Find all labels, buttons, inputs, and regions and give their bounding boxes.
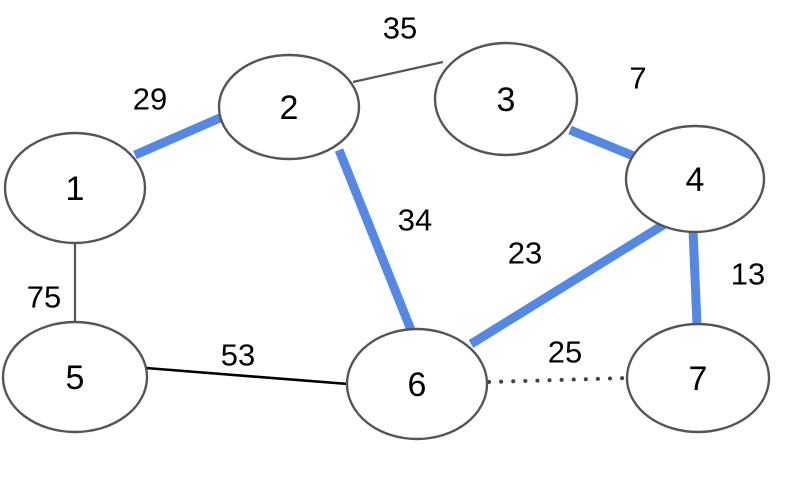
node-5[interactable]: 5 [1, 320, 149, 434]
node-shape-3[interactable] [433, 41, 579, 157]
edge-1-2[interactable] [133, 109, 231, 160]
edge-2-3[interactable] [352, 60, 444, 84]
edge-weight-5-6: 53 [221, 338, 255, 373]
node-shape-1[interactable] [3, 131, 147, 245]
edge-4-7[interactable] [688, 229, 702, 326]
edge-6-7[interactable] [487, 376, 629, 384]
node-label-3: 3 [497, 81, 516, 119]
node-label-4: 4 [686, 161, 705, 199]
edge-weight-1-5: 75 [27, 280, 61, 315]
edge-weight-6-7: 25 [548, 335, 582, 370]
edge-weight-2-3: 35 [383, 11, 417, 46]
node-label-5: 5 [66, 359, 85, 397]
node-shape-6[interactable] [345, 327, 489, 441]
node-label-2: 2 [280, 89, 299, 127]
node-shape-4[interactable] [624, 124, 766, 234]
node-4[interactable]: 4 [624, 124, 766, 234]
node-1[interactable]: 1 [3, 131, 147, 245]
edge-2-6[interactable] [334, 148, 416, 332]
edge-weight-4-7: 13 [731, 257, 765, 292]
edge-weight-2-6: 34 [398, 203, 432, 238]
node-label-1: 1 [66, 170, 85, 208]
node-3[interactable]: 3 [433, 41, 579, 157]
edge-weight-4-6: 23 [508, 236, 542, 271]
node-6[interactable]: 6 [345, 327, 489, 441]
node-shape-2[interactable] [217, 53, 361, 161]
edge-weight-1-2: 29 [133, 82, 167, 117]
node-label-6: 6 [408, 366, 427, 404]
edge-5-6[interactable] [145, 366, 349, 386]
edge-weight-3-4: 7 [629, 61, 646, 96]
edges-layer [73, 60, 702, 386]
node-2[interactable]: 2 [217, 53, 361, 161]
node-shape-5[interactable] [1, 320, 149, 434]
node-7[interactable]: 7 [625, 322, 771, 434]
edge-4-6[interactable] [468, 218, 671, 348]
node-label-7: 7 [689, 360, 708, 398]
node-shape-7[interactable] [625, 322, 771, 434]
